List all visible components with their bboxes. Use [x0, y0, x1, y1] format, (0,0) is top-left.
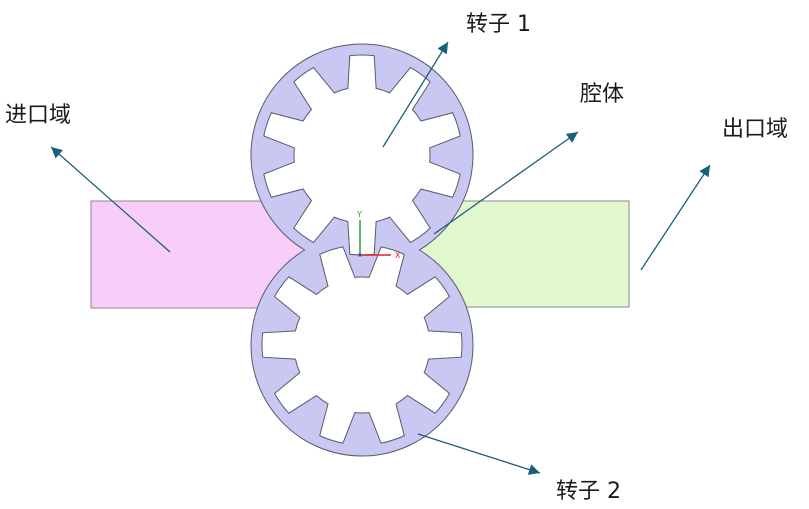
outlet-label: 出口域 — [722, 117, 788, 142]
x-axis-label: X — [395, 251, 401, 260]
rotor-1-label: 转子 1 — [466, 12, 531, 37]
cavity-label: 腔体 — [580, 82, 624, 107]
inlet-arrow — [50, 146, 171, 253]
rotor-2-arrow — [417, 433, 541, 475]
inlet-label: 进口域 — [5, 103, 71, 128]
rotor-2-gear — [261, 246, 463, 444]
axis-origin — [358, 253, 362, 257]
y-axis-label: Y — [356, 210, 362, 219]
rotor-1-gear — [263, 54, 461, 256]
axis-triad: Y X — [356, 210, 401, 260]
rotor-2-label: 转子 2 — [556, 479, 621, 504]
cavity-arrow — [433, 131, 579, 235]
outlet-arrow — [640, 164, 711, 271]
rotor-1-arrow — [382, 41, 449, 148]
